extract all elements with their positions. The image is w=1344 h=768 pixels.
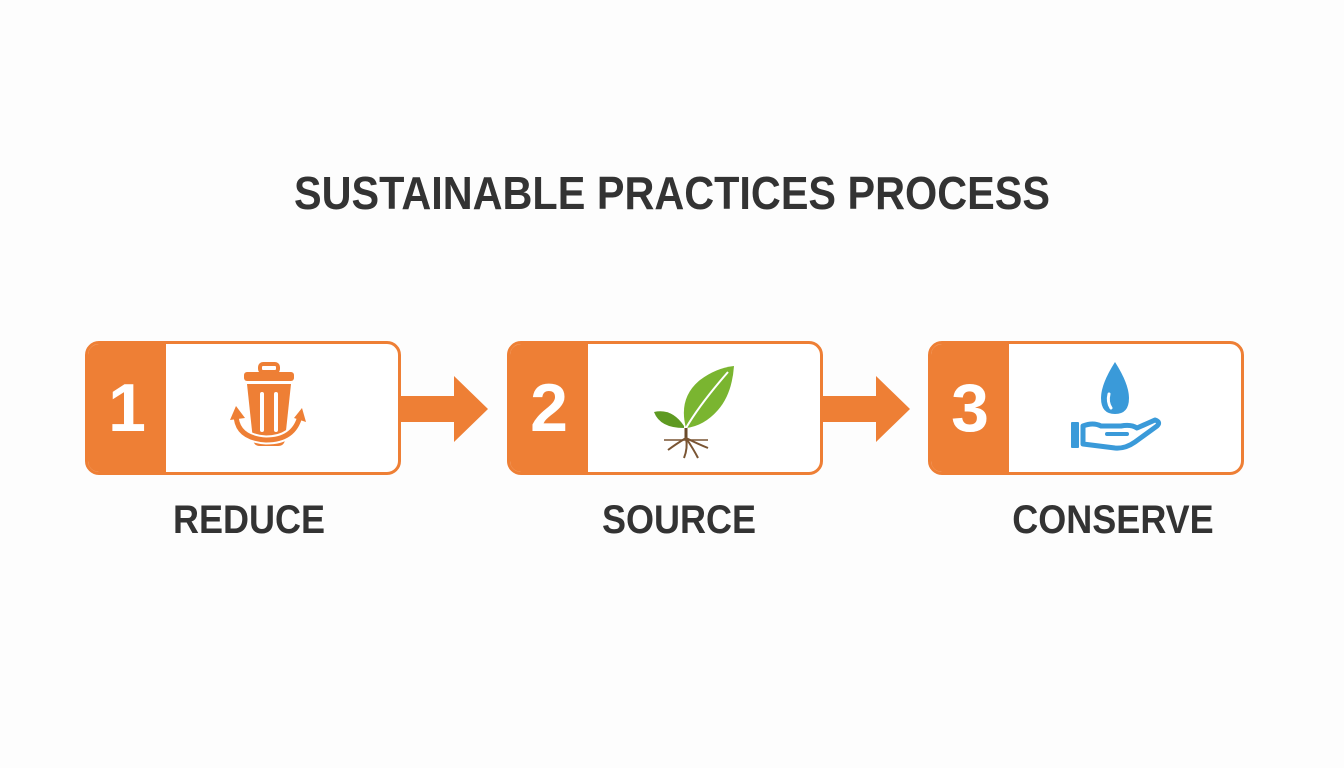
step-3-number-panel: 3 [931, 344, 1009, 472]
step-2-number-panel: 2 [510, 344, 588, 472]
step-1-label: REDUCE [172, 498, 326, 542]
water-drop-hand-icon [1071, 362, 1162, 451]
recycle-bin-icon [230, 362, 306, 446]
step-1-card: 1 [85, 341, 401, 475]
step-1-number-panel: 1 [88, 344, 166, 472]
step-1-number: 1 [108, 370, 146, 446]
page-title: SUSTAINABLE PRACTICES PROCESS [293, 167, 1051, 219]
leaf-sprout-icon [654, 366, 734, 459]
step-2-card: 2 [507, 341, 823, 475]
step-3-number: 3 [951, 370, 989, 446]
step-3-card: 3 [928, 341, 1244, 475]
arrow-right-icon [822, 376, 910, 442]
arrow-right-icon [400, 376, 488, 442]
step-2-label: SOURCE [601, 498, 757, 542]
step-3-label: CONSERVE [1012, 498, 1214, 542]
step-2-number: 2 [530, 370, 568, 446]
